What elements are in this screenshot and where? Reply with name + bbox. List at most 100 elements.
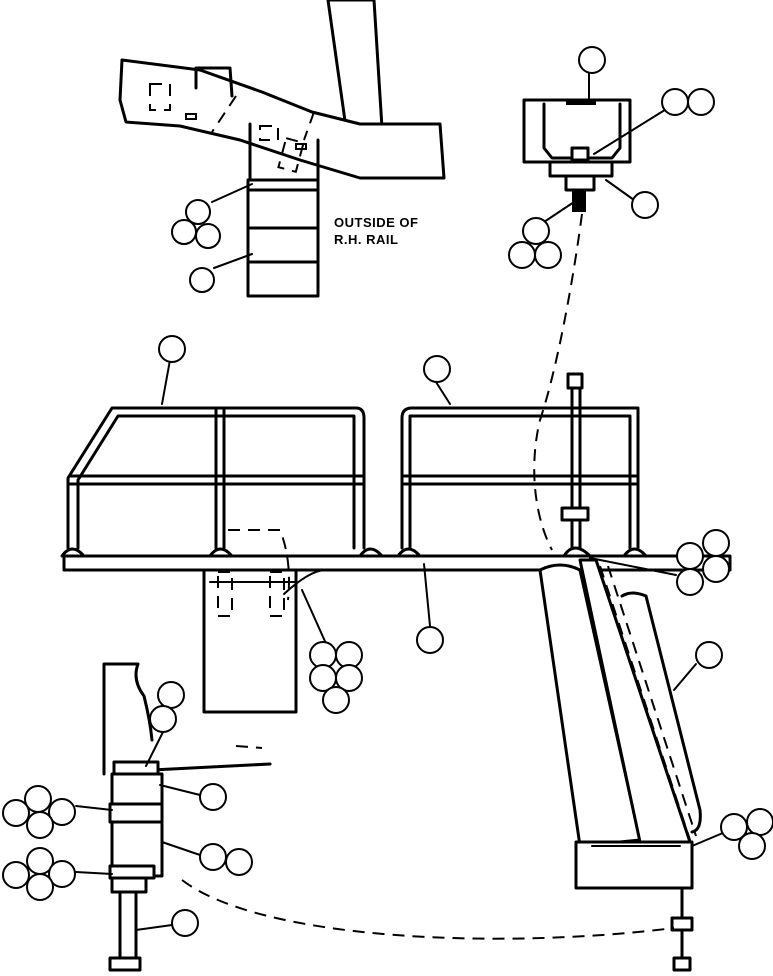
leader-stud [543,201,575,223]
mount-nut-top [570,146,590,162]
rail-bracket-detail: OUTSIDE OF R.H. RAIL [118,0,446,298]
callout-circle [195,223,221,249]
hidden-line-a [211,95,237,133]
callout-circle [171,909,199,937]
leg-support-line [150,762,272,772]
leader-rod-base [589,557,677,576]
under-deck-box [202,568,298,714]
rail-beam [118,58,446,180]
ladder-rung-dashes [599,565,691,841]
callout-circle [149,705,177,733]
hidden-bracket-outline [228,529,290,601]
leader-body-lower [161,841,201,856]
leader-box [301,589,329,649]
leader-top-block [145,729,165,767]
handle-loop [194,66,234,98]
rail-label-line1: OUTSIDE OF [334,215,418,230]
callout-circle [702,529,730,557]
ladder-foot-box [574,840,694,890]
callout-circle [534,241,562,269]
callout-circle [508,241,536,269]
callout-circle [676,568,704,596]
callout-circle [676,542,704,570]
platform-assembly [60,335,732,714]
dashed-link-mount [533,213,583,551]
leader-bracket-bolts [211,183,253,203]
hidden-bolt-c [277,136,305,174]
ladder-hanger [248,122,320,182]
mount-washer [548,160,614,178]
callout-circle [702,555,730,583]
callout-circle [48,860,76,888]
rail-label-line2: R.H. RAIL [334,232,398,247]
callout-circle [738,832,766,860]
leader-deck [423,563,431,627]
mount-nut [564,174,596,192]
wire-hook [283,569,327,595]
ladder-handrail [620,591,702,834]
leader-leg-rod [135,924,173,931]
callout-circle [322,686,350,714]
callout-circle [746,808,773,836]
leader-right-railing [435,381,451,405]
leader-ladder [213,253,253,269]
leader-band [75,805,113,811]
leader-left-railing [161,359,171,405]
callout-circle [2,799,30,827]
callout-circle [631,191,659,219]
hidden-bracket-b [269,571,285,617]
callout-circle [2,861,30,889]
leader-washer [605,179,635,201]
callout-circle [199,843,227,871]
callout-circle [189,267,215,293]
hidden-bracket-a [217,571,233,617]
rod-cap [566,372,584,390]
rivet-b [295,143,307,150]
callout-circle [26,873,54,901]
callout-circle [687,88,715,116]
boarding-ladder [538,558,773,972]
callout-circle [578,46,606,74]
callout-circle [26,811,54,839]
hidden-support [235,745,263,749]
callout-circle [48,798,76,826]
rail-post [326,0,384,130]
callout-circle [171,219,197,245]
callout-circle [158,335,186,363]
callout-circle [695,641,723,669]
callout-circle [335,664,363,692]
rod-clamp [560,506,590,522]
hidden-line-b [303,111,315,141]
clamp-body [110,772,164,878]
leader-bottom-block [75,871,113,875]
clamp-top-block [112,760,160,776]
dashed-link-foot [181,879,675,940]
clamp-bottom-block [108,864,156,880]
callout-circle [423,355,451,383]
clamp-leg-detail [2,662,675,972]
rivet-a [185,113,197,120]
callout-circle [522,217,550,245]
step-ladder [246,178,320,298]
leg-upper-outline [102,662,154,776]
leader-handrail [673,663,697,691]
foot-pad [672,956,692,972]
callout-circle [661,88,689,116]
clamp-foot [110,876,148,894]
leader-nut-top [593,107,669,155]
callout-circle [199,783,227,811]
mount-bolt-detail [508,46,715,551]
leader-body [159,784,201,796]
platform-deck [62,554,732,572]
callout-circle [157,681,185,709]
right-railing-outer [400,406,640,550]
right-railing-inner [408,414,632,550]
ladder-rung-dashes-2 [607,565,697,837]
left-railing-outer [66,406,366,550]
leg-foot-pad [108,956,142,972]
hidden-bolt-b [259,125,279,141]
callout-circle [416,626,444,654]
clamp-band [108,802,164,824]
callout-circle [225,848,253,876]
